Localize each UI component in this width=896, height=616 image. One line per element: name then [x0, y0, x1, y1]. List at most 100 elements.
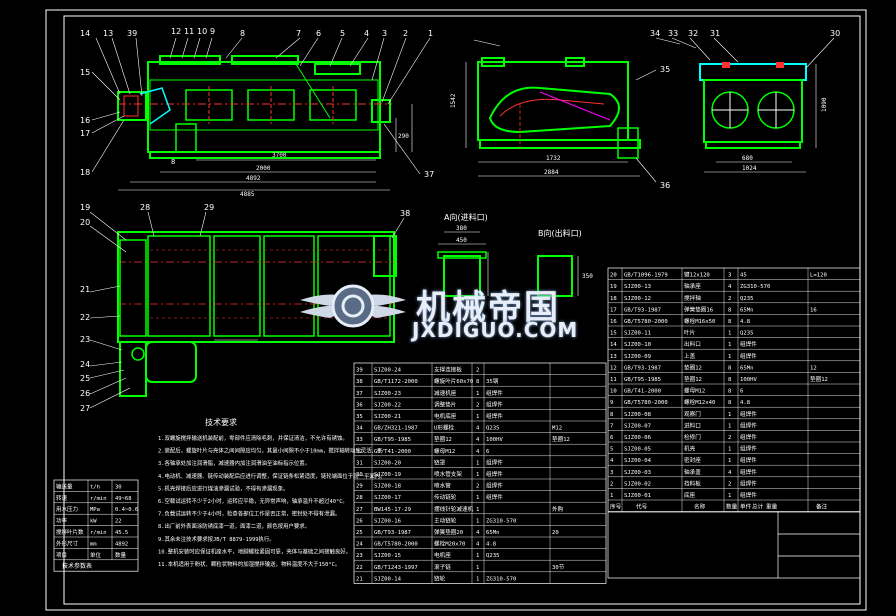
bom-name: 螺母M12	[684, 387, 705, 395]
dim-end-2: 1090	[821, 97, 828, 112]
bom-material: 组焊件	[486, 482, 503, 490]
bom-qty: 4	[476, 530, 480, 536]
bom-no: 33	[356, 437, 363, 443]
bom-code: SJZ00-16	[374, 518, 401, 524]
bom-name: 搅拌轴	[684, 294, 701, 302]
svg-text:1: 1	[428, 29, 433, 38]
bom-material: 6	[740, 389, 743, 395]
bom-material: 组焊件	[740, 421, 757, 429]
bom-material: 组焊件	[486, 470, 503, 478]
bom-name: 滚子链	[434, 563, 451, 571]
bom-code: GB/T5780-2000	[624, 319, 668, 325]
bom-no: 13	[610, 354, 617, 360]
bom-code: SJZ00-18	[374, 484, 402, 490]
bom-material: 100HV	[486, 437, 503, 443]
svg-text:380: 380	[456, 225, 467, 232]
bom-qty: 1	[728, 354, 731, 360]
bom-remark: M12	[552, 426, 562, 432]
svg-text:37: 37	[424, 170, 434, 179]
bom-code: SJZ00-05	[624, 447, 651, 453]
spec-value: 0.4~0.6	[115, 507, 138, 513]
bom-code: SJZ00-03	[624, 470, 651, 476]
bom-qty: 2	[476, 484, 479, 490]
bom-no: 7	[610, 423, 613, 429]
spec-name: 功率	[56, 517, 68, 525]
dim-front-2: 4892	[246, 175, 261, 182]
bom-code: GB/T93-1987	[374, 530, 411, 536]
side-dimensions	[465, 39, 657, 183]
bom-material: 组焊件	[486, 400, 503, 408]
bom-name: 电机座	[434, 551, 451, 559]
bom-code: GB/ZH321-1987	[374, 426, 418, 432]
tech-requirements-text: 1.双螺旋搅拌输送机装配前，零部件应清除毛刺，并保证清洁，不允许有锈蚀。2.装配…	[158, 434, 386, 568]
svg-text:B向(出料口): B向(出料口)	[538, 228, 582, 238]
bom-qty: 1	[476, 391, 479, 397]
bom-code: SJZ00-21	[374, 414, 401, 420]
bom-qty: 1	[476, 460, 479, 466]
spec-footer-right: 数量	[115, 551, 127, 559]
dim-front-4: 290	[398, 133, 409, 140]
end-dimensions	[704, 64, 817, 173]
bom-header-cell: 备注	[816, 503, 828, 511]
dim-front-5: 8	[171, 158, 175, 166]
bom-code: SJZ00-11	[624, 331, 651, 337]
bom-code: SJZ00-02	[624, 481, 651, 487]
bom-no: 2	[610, 481, 613, 487]
bom-qty: 8	[728, 377, 732, 383]
dim-front-0: 3700	[272, 152, 287, 159]
bom-no: 20	[610, 273, 617, 279]
bom-remark: 12	[810, 365, 817, 371]
svg-text:13: 13	[103, 29, 113, 38]
bom-remark: 垫圈12	[552, 435, 570, 443]
tech-line: 10.整机安装时应保证机座水平，地脚螺栓紧固可靠，壳体与基础之间接触良好。	[158, 547, 351, 555]
bom-code: GB/T1172-2000	[374, 379, 418, 385]
bom-code: SJZ00-14	[374, 576, 402, 582]
side-callout-leaders	[655, 37, 835, 69]
spec-name: 外形尺寸	[56, 539, 79, 547]
bom-qty: 8	[728, 319, 732, 325]
bom-name: 垫圈12	[684, 375, 702, 383]
bom-code: BW145-17-29	[374, 507, 411, 513]
bom-name: 支撑连接板	[434, 366, 462, 374]
bom-header-cell: 数量	[726, 503, 738, 511]
bom-name: 检修门	[684, 433, 701, 441]
bom-qty: 1	[728, 447, 731, 453]
outer-frame	[45, 9, 867, 611]
bom-name: 叶片	[684, 329, 696, 337]
bom-qty: 1	[476, 553, 479, 559]
bom-qty: 3	[728, 273, 731, 279]
side-callout-31: 31	[710, 29, 720, 38]
tech-line: 7.负载试运转不少于4小时，检查各部位工作是否正常，密封处不得有泄漏。	[158, 510, 340, 518]
bom-qty: 1	[476, 472, 479, 478]
svg-text:5: 5	[340, 29, 345, 38]
bom-material: 组焊件	[740, 445, 757, 453]
bom-no: 4	[610, 458, 614, 464]
bom-code: GB/T95-1985	[374, 437, 411, 443]
bom-name: 机壳	[684, 445, 696, 453]
tech-line: 11.本机适用于粉状、颗粒状物料的加湿搅拌输送，物料温度不大于150°C。	[158, 560, 340, 568]
bom-material: 组焊件	[740, 340, 757, 348]
side-callout-30: 30	[830, 29, 840, 38]
watermark-text-cn: 机械帝国	[416, 288, 560, 328]
bom-no: 24	[356, 542, 363, 548]
bom-no: 3	[610, 470, 613, 476]
bom-name: 挡料板	[684, 479, 701, 487]
bom-code: SJZ00-10	[624, 342, 651, 348]
side-callout-34: 34	[650, 29, 660, 38]
dim-side-2: 1542	[450, 93, 457, 108]
bom-qty: 1	[728, 493, 731, 499]
bom-material: 4.8	[740, 319, 751, 325]
bom-name: 轴承座	[684, 282, 701, 290]
bom-no: 23	[356, 553, 363, 559]
spec-footer-mid: 单位	[90, 551, 102, 559]
watermark-text-en: JXDIGUO.COM	[412, 318, 579, 342]
title-block	[607, 511, 861, 579]
tech-line: 6.空载试运转不少于2小时，运转应平稳，无异常声响，轴承温升不超过40°C。	[158, 497, 348, 505]
bom-no: 21	[356, 576, 363, 582]
bom-material: 100HV	[740, 377, 757, 383]
bom-qty: 4	[476, 437, 480, 443]
bom-name: 喷水管	[434, 482, 451, 490]
tech-line: 4.电动机、减速器、链传动装配后应进行调整，保证链条松紧适度，链轮端面位于同一平…	[158, 472, 386, 480]
